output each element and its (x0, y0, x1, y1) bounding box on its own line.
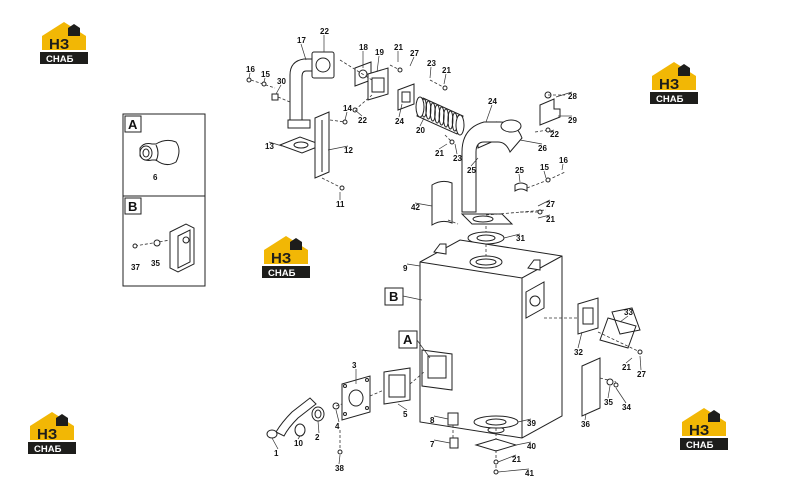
part-number-label: 15 (261, 70, 270, 79)
detail-panel-b-frame (122, 195, 206, 287)
part-number-label: 30 (277, 77, 286, 86)
detail-panel-b: B 37 35 (122, 195, 206, 287)
part-number-label: 21 (546, 215, 555, 224)
part-number-label: 14 (343, 104, 352, 113)
part-number-label: 7 (430, 440, 435, 449)
part-number-label: 12 (344, 146, 353, 155)
part-number-label: 1 (274, 449, 279, 458)
elbow-pipe-right (460, 91, 566, 225)
part-number-label: 26 (538, 144, 547, 153)
part-number-label: 13 (265, 142, 274, 151)
logo-letters: НЗ (659, 76, 679, 93)
pipe-assembly-upper-left (246, 51, 348, 191)
part-number-label: 21 (512, 455, 521, 464)
part-number-label: 11 (336, 200, 345, 209)
part-number-label: 35 (604, 398, 613, 407)
part-number-label: 22 (320, 27, 329, 36)
part-number-label: 16 (246, 65, 255, 74)
part-number-label: 2 (315, 433, 320, 442)
heat-shield-part-42 (431, 180, 459, 226)
part-number-label: 21 (622, 363, 631, 372)
part-number-label: 9 (403, 264, 408, 273)
part-number-label: 15 (540, 163, 549, 172)
part-number-label: 34 (622, 403, 631, 412)
part-number-label: 18 (359, 43, 368, 52)
part-number-label: 25 (515, 166, 524, 175)
part-number-label: 31 (516, 234, 525, 243)
part-number-label: 22 (358, 116, 367, 125)
svg-text:37: 37 (131, 263, 140, 272)
part-number-label: 28 (568, 92, 577, 101)
outlet-adapter-right (544, 297, 643, 417)
part-number-label: 27 (410, 49, 419, 58)
dashed-assembly-lines (452, 209, 547, 439)
part-number-label: 3 (352, 361, 357, 370)
logo-word: СНАБ (686, 440, 714, 451)
part-number-label: 42 (411, 203, 420, 212)
svg-text:35: 35 (151, 259, 160, 268)
part-number-label: 40 (527, 442, 536, 451)
breather-part-6 (139, 139, 180, 166)
part-number-label: 24 (488, 97, 497, 106)
cover-plates-left (341, 367, 425, 421)
muffler-box-part-9 (419, 239, 563, 439)
part-number-label: 21 (435, 149, 444, 158)
detail-panel-a: A 6 (122, 113, 206, 197)
svg-text:A: A (403, 332, 413, 347)
part-number-label: 10 (294, 439, 303, 448)
detail-panel-b-letter: B (128, 199, 137, 214)
logo-word: СНАБ (34, 444, 62, 455)
part-number-label: 21 (394, 43, 403, 52)
flex-bellows-part-20 (415, 79, 465, 145)
logo-letters: НЗ (49, 36, 69, 53)
part-number-label: 33 (624, 308, 633, 317)
callout-a: A (398, 330, 431, 359)
logo-word: СНАБ (656, 94, 684, 105)
part-number-label: 8 (430, 416, 435, 425)
part-number-label: 36 (581, 420, 590, 429)
part-number-label: 19 (375, 48, 384, 57)
part-number-label: 32 (574, 348, 583, 357)
logo-letters: НЗ (689, 422, 709, 439)
logo-letters: НЗ (271, 250, 291, 267)
detail-panel-a-letter: A (128, 117, 138, 132)
part-number-label: 25 (467, 166, 476, 175)
part-number-label: 23 (453, 154, 462, 163)
svg-text:6: 6 (153, 173, 158, 182)
part-number-label: 41 (525, 469, 534, 478)
part-number-label: 23 (427, 59, 436, 68)
part-number-label: 39 (527, 419, 536, 428)
logo-letters: НЗ (37, 426, 57, 443)
logo-word: СНАБ (46, 54, 74, 65)
plate-part-b (132, 223, 195, 273)
part-number-label: 20 (416, 126, 425, 135)
part-number-label: 38 (335, 464, 344, 473)
part-number-label: 21 (442, 66, 451, 75)
gasket-flanges-upper (339, 59, 415, 113)
svg-text:B: B (389, 289, 398, 304)
part-number-label: 5 (403, 410, 408, 419)
tube-fittings-lower-left (266, 397, 343, 455)
part-number-label: 29 (568, 116, 577, 125)
part-number-label: 27 (546, 200, 555, 209)
part-number-label: 4 (335, 422, 340, 431)
part-number-label: 24 (395, 117, 404, 126)
callout-b: B (384, 287, 423, 306)
part-number-label: 16 (559, 156, 568, 165)
drain-parts (447, 412, 519, 475)
part-number-label: 27 (637, 370, 646, 379)
part-number-label: 17 (297, 36, 306, 45)
part-number-label: 22 (550, 130, 559, 139)
logo-word: СНАБ (268, 268, 296, 279)
